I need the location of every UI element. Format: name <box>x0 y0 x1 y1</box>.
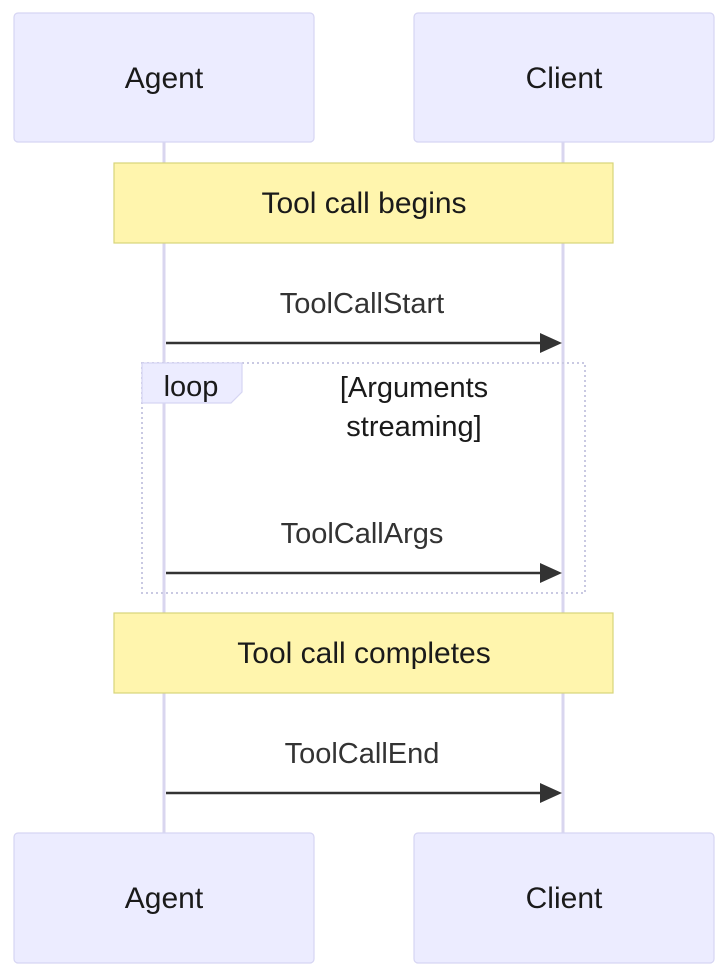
loop-frame: loop [Arguments streaming] <box>141 362 586 594</box>
message-args-arrowhead <box>540 563 562 583</box>
loop-condition-line2: streaming] <box>346 411 481 443</box>
agent-actor-top-label: Agent <box>125 62 204 95</box>
note-tool-call-begins: Tool call begins <box>113 162 614 244</box>
note-complete-text: Tool call completes <box>237 637 490 670</box>
loop-condition-line1: [Arguments <box>340 372 488 404</box>
message-tool-call-start: ToolCallStart <box>166 288 562 353</box>
message-args-label: ToolCallArgs <box>281 518 444 550</box>
agent-actor-bottom: Agent <box>13 832 315 964</box>
loop-tab <box>141 362 243 404</box>
agent-actor-bottom-label: Agent <box>125 882 204 915</box>
client-actor-bottom-label: Client <box>526 882 603 915</box>
client-actor-top-label: Client <box>526 62 603 95</box>
message-end-arrowhead <box>540 783 562 803</box>
message-start-label: ToolCallStart <box>280 288 444 320</box>
message-end-label: ToolCallEnd <box>285 738 440 770</box>
message-tool-call-args: ToolCallArgs <box>166 518 562 583</box>
message-start-arrowhead <box>540 333 562 353</box>
loop-label: loop <box>164 371 219 403</box>
note-begin-text: Tool call begins <box>261 187 466 220</box>
client-actor-top: Client <box>413 12 715 143</box>
agent-actor-top: Agent <box>13 12 315 143</box>
client-actor-bottom: Client <box>413 832 715 964</box>
message-tool-call-end: ToolCallEnd <box>166 738 562 803</box>
note-tool-call-completes: Tool call completes <box>113 612 614 694</box>
